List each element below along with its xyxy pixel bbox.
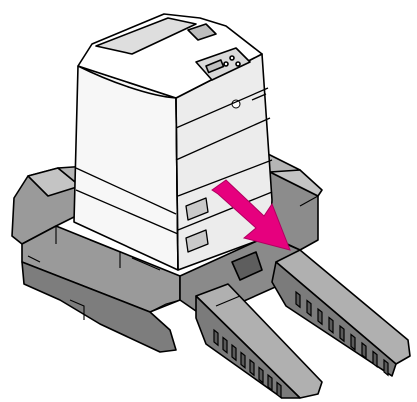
ramp-tooth bbox=[249, 358, 255, 377]
pallet-right-frame-top bbox=[269, 169, 323, 197]
pallet-ramp-teeth bbox=[213, 290, 389, 399]
printer-icon bbox=[73, 13, 273, 271]
printer-button bbox=[229, 55, 235, 61]
ramp-tooth bbox=[276, 381, 282, 399]
printer-front-top-curve bbox=[77, 65, 177, 99]
printer-top-slot bbox=[187, 23, 217, 41]
ramp-tooth bbox=[317, 307, 323, 326]
ramp-tooth bbox=[258, 366, 264, 384]
pallet-left-ramp-side bbox=[195, 295, 301, 399]
printer-output-bin bbox=[95, 17, 197, 55]
ramp-tooth bbox=[328, 316, 334, 334]
printer-trays bbox=[75, 87, 273, 253]
ramp-tooth bbox=[222, 336, 228, 354]
ramp-tooth bbox=[231, 343, 237, 362]
printer-lcd-display bbox=[205, 59, 225, 74]
ramp-tooth bbox=[350, 333, 356, 351]
pallet-detail-lines bbox=[11, 195, 319, 320]
printer-button bbox=[223, 61, 229, 67]
ramp-tooth bbox=[295, 290, 301, 309]
ramp-tooth bbox=[372, 350, 378, 368]
ramp-tooth bbox=[213, 328, 219, 347]
pallet-center-pocket bbox=[231, 251, 263, 281]
ramp-tooth bbox=[267, 373, 273, 392]
ramp-tooth bbox=[383, 358, 389, 377]
ramp-tooth bbox=[306, 299, 312, 317]
printer-button bbox=[235, 61, 241, 67]
pull-direction-arrow-icon bbox=[211, 179, 291, 251]
printer-front-seam bbox=[175, 97, 179, 271]
ramp-tooth bbox=[240, 351, 246, 369]
pallet-front-base bbox=[21, 261, 177, 353]
ramp-tooth bbox=[361, 341, 367, 360]
ramp-tooth bbox=[339, 324, 345, 343]
